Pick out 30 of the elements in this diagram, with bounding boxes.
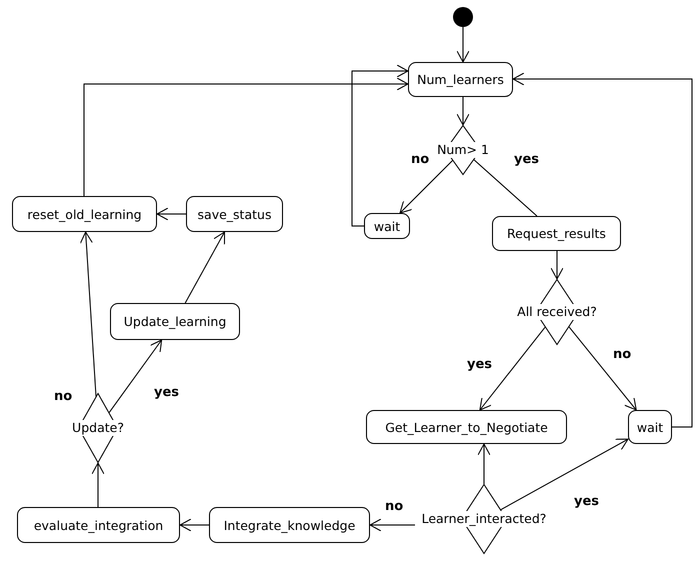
activity-box: evaluate_integration — [17, 507, 180, 543]
arrow — [92, 462, 104, 508]
arrow — [80, 232, 96, 397]
arrow — [352, 64, 408, 226]
activity-box: Update_learning — [110, 303, 240, 340]
arrow — [400, 160, 454, 214]
arrow — [456, 26, 470, 62]
arrow — [479, 326, 546, 410]
arrow — [184, 232, 226, 304]
arrow — [156, 208, 186, 220]
arrow — [108, 340, 162, 414]
start-node — [453, 7, 473, 27]
arrow — [84, 78, 408, 196]
arrow — [180, 518, 210, 532]
arrow — [456, 96, 470, 126]
activity-box: wait — [364, 213, 410, 239]
activity-box: wait — [628, 410, 672, 444]
activity-box: Request_results — [492, 216, 621, 251]
arrow — [500, 438, 628, 510]
decision-label: Num> 1 — [436, 142, 490, 158]
activity-box: Integrate_knowledge — [209, 507, 370, 543]
activity-box: save_status — [186, 196, 283, 232]
arrow — [478, 444, 490, 484]
arrow — [550, 250, 564, 280]
arrow — [568, 326, 637, 410]
activity-box: Num_learners — [408, 62, 513, 97]
arrow — [370, 518, 416, 532]
arrow — [512, 72, 692, 428]
activity-box: Get_Learner_to_Negotiate — [366, 410, 567, 444]
activity-box: reset_old_learning — [12, 196, 157, 232]
